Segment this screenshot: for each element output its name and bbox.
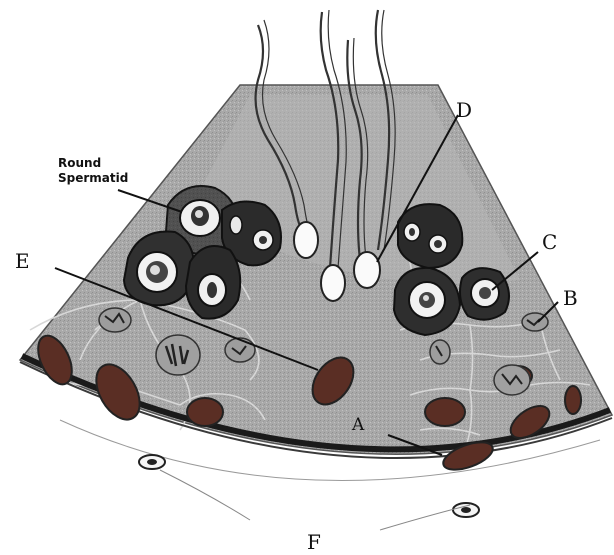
label-round-spermatid: Round Spermatid xyxy=(58,156,128,186)
label-round-spermatid-line2: Spermatid xyxy=(58,171,128,186)
label-f: F xyxy=(307,530,321,554)
label-b: B xyxy=(563,286,578,310)
label-d: D xyxy=(456,98,472,122)
label-round-spermatid-line1: Round xyxy=(58,156,128,171)
peritubular-cells xyxy=(139,455,479,530)
label-c: C xyxy=(542,230,557,254)
label-e: E xyxy=(15,249,30,273)
label-a: A xyxy=(352,415,364,435)
